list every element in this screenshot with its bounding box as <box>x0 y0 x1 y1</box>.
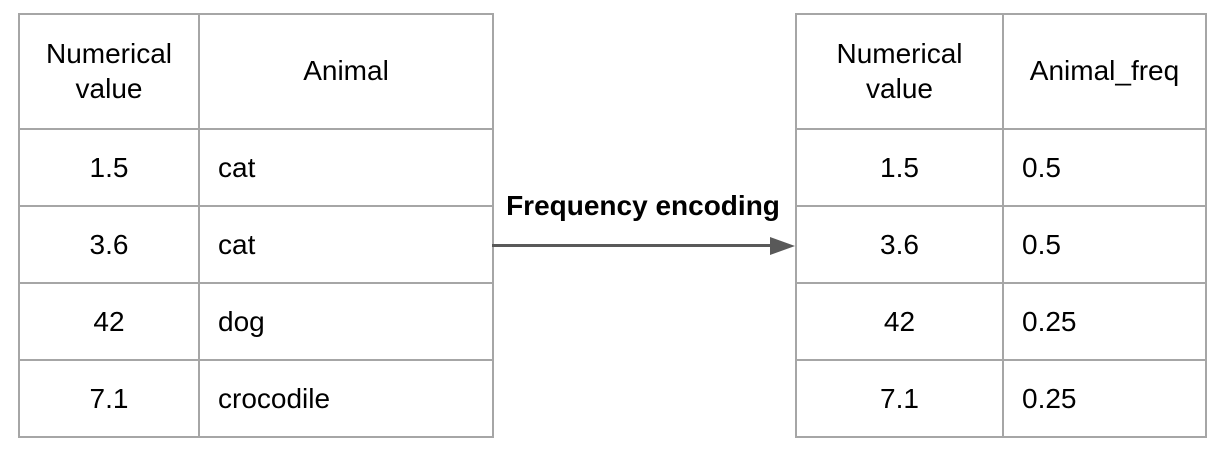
arrow-head <box>770 237 795 255</box>
table-cell: 42 <box>795 282 1004 361</box>
table-cell: crocodile <box>198 359 494 438</box>
table-cell: 0.5 <box>1002 205 1207 284</box>
table-cell: 3.6 <box>18 205 200 284</box>
table-cell: 1.5 <box>795 128 1004 207</box>
arrow-line <box>492 244 774 247</box>
table-cell: 3.6 <box>795 205 1004 284</box>
column-header-animal: Animal <box>198 13 494 130</box>
table-header-row: Numerical value Animal <box>18 13 494 130</box>
table-header-row: Numerical value Animal_freq <box>795 13 1207 130</box>
table-cell: 7.1 <box>18 359 200 438</box>
column-header-numerical-value: Numerical value <box>795 13 1004 130</box>
table-row: 3.6 0.5 <box>795 205 1207 284</box>
table-row: 42 0.25 <box>795 282 1207 361</box>
column-header-numerical-value: Numerical value <box>18 13 200 130</box>
encoded-table: Numerical value Animal_freq 1.5 0.5 3.6 … <box>795 13 1207 438</box>
table-cell: cat <box>198 128 494 207</box>
table-row: 1.5 0.5 <box>795 128 1207 207</box>
table-cell: cat <box>198 205 494 284</box>
table-cell: 0.25 <box>1002 359 1207 438</box>
table-row: 7.1 crocodile <box>18 359 494 438</box>
table-cell: 7.1 <box>795 359 1004 438</box>
column-header-animal-freq: Animal_freq <box>1002 13 1207 130</box>
table-cell: 0.5 <box>1002 128 1207 207</box>
original-table: Numerical value Animal 1.5 cat 3.6 cat 4… <box>18 13 494 438</box>
arrow-label: Frequency encoding <box>506 190 780 221</box>
table-cell: 0.25 <box>1002 282 1207 361</box>
table-cell: 1.5 <box>18 128 200 207</box>
table-row: 42 dog <box>18 282 494 361</box>
table-cell: 42 <box>18 282 200 361</box>
table-row: 7.1 0.25 <box>795 359 1207 438</box>
table-row: 3.6 cat <box>18 205 494 284</box>
table-cell: dog <box>198 282 494 361</box>
right-arrow-icon <box>492 237 795 255</box>
table-row: 1.5 cat <box>18 128 494 207</box>
